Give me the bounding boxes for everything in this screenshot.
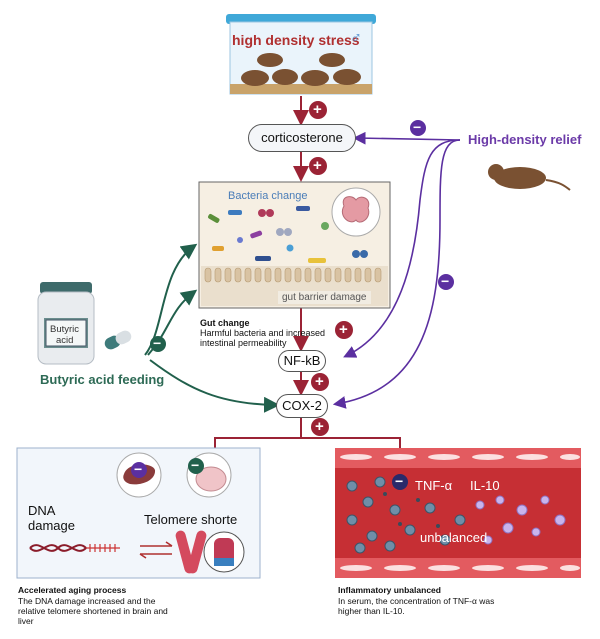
nfkb-node: NF-kB [278,350,326,372]
plus-sign: + [315,373,324,390]
tnf-label: TNF-α [415,478,453,493]
unbalanced-label: unbalanced [420,530,488,545]
male-symbol: ♂ [350,30,362,47]
butyric-bottle [37,282,132,365]
gut-barrier-label: gut barrier damage [278,291,371,304]
inflammation-heading: Inflammatory unbalanced [338,585,441,595]
minus-sign: − [134,461,143,477]
minus-sign: − [441,273,450,289]
plus-sign: + [315,418,324,435]
stress-title: high density stress [232,32,360,48]
relief-mouse [488,164,571,191]
plus-sign: + [339,321,348,338]
minus-sign: − [191,457,200,473]
aging-desc: The DNA damage increased and the relativ… [18,596,168,626]
telomere-label: Telomere shorte [144,512,238,527]
bottle-label-line1: Butyric [50,324,80,335]
activation-badges [309,101,353,436]
dna-label-line1: DNA [28,503,56,518]
bacteria-change-label: Bacteria change [228,190,308,202]
plus-sign: + [313,101,322,118]
minus-sign: − [153,335,162,351]
mouse-cage [226,14,376,95]
vessel-panel [335,448,581,578]
relief-label: High-density relief [468,132,582,147]
bacteria-icons [208,206,368,263]
dna-label-line2: damage [28,518,75,533]
butyric-feeding-label: Butyric acid feeding [40,372,165,387]
gut-change-heading: Gut change [200,318,250,328]
bottle-label-line2: acid [56,335,74,346]
inhibition-badges [131,120,454,490]
plus-sign: + [313,157,322,174]
cox2-node: COX-2 [276,394,328,418]
gut-change-desc: Harmful bacteria and increased intestina… [200,328,326,348]
minus-sign: − [395,473,404,489]
corticosterone-node: corticosterone [248,124,356,152]
aging-heading: Accelerated aging process [18,585,127,595]
minus-sign: − [413,119,422,135]
inflammation-desc: In serum, the concentration of TNF-α was… [338,596,495,616]
il10-label: IL-10 [470,478,500,493]
